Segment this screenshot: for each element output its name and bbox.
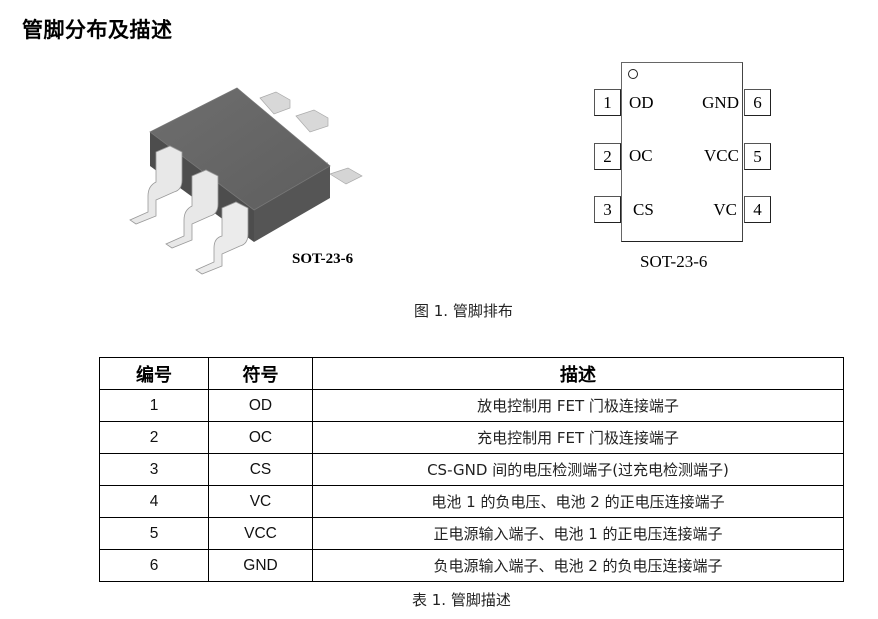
pin-1-box: 1 bbox=[594, 89, 621, 116]
table-caption: 表 1. 管脚描述 bbox=[412, 591, 511, 609]
pin-4-box: 4 bbox=[744, 196, 771, 223]
pin-name-cs: CS bbox=[633, 200, 654, 219]
section-title: 管脚分布及描述 bbox=[22, 18, 173, 42]
cell-number: 4 bbox=[99, 485, 209, 518]
cell-symbol: VC bbox=[208, 485, 313, 518]
table-row: 3 CS CS-GND 间的电压检测端子(过充电检测端子) bbox=[99, 453, 844, 486]
table-header-row: 编号 符号 描述 bbox=[99, 357, 844, 390]
cell-number: 3 bbox=[99, 453, 209, 486]
cell-symbol: CS bbox=[208, 453, 313, 486]
cell-description: 充电控制用 FET 门极连接端子 bbox=[312, 421, 844, 454]
cell-description: 正电源输入端子、电池 1 的正电压连接端子 bbox=[312, 517, 844, 550]
chip-body bbox=[621, 62, 743, 242]
sot23-6-package-image bbox=[129, 87, 363, 275]
pin-description-table: 编号 符号 描述 1 OD 放电控制用 FET 门极连接端子 2 OC 充电控制… bbox=[99, 357, 844, 582]
pin-name-od: OD bbox=[629, 93, 654, 112]
cell-description: CS-GND 间的电压检测端子(过充电检测端子) bbox=[312, 453, 844, 486]
header-symbol: 符号 bbox=[208, 357, 313, 390]
header-number: 编号 bbox=[99, 357, 209, 390]
table-row: 6 GND 负电源输入端子、电池 2 的负电压连接端子 bbox=[99, 549, 844, 582]
table-row: 1 OD 放电控制用 FET 门极连接端子 bbox=[99, 389, 844, 422]
cell-symbol: GND bbox=[208, 549, 313, 582]
pin-name-vc: VC bbox=[713, 200, 737, 219]
figure-caption: 图 1. 管脚排布 bbox=[414, 302, 513, 320]
pin-6-box: 6 bbox=[744, 89, 771, 116]
cell-number: 5 bbox=[99, 517, 209, 550]
package-render-label: SOT-23-6 bbox=[292, 251, 354, 267]
pin-name-gnd: GND bbox=[702, 93, 739, 112]
cell-number: 2 bbox=[99, 421, 209, 454]
cell-description: 负电源输入端子、电池 2 的负电压连接端子 bbox=[312, 549, 844, 582]
cell-description: 放电控制用 FET 门极连接端子 bbox=[312, 389, 844, 422]
cell-description: 电池 1 的负电压、电池 2 的正电压连接端子 bbox=[312, 485, 844, 518]
pinout-package-label: SOT-23-6 bbox=[640, 252, 708, 271]
table-row: 5 VCC 正电源输入端子、电池 1 的正电压连接端子 bbox=[99, 517, 844, 550]
pin-name-oc: OC bbox=[629, 146, 653, 165]
table-row: 2 OC 充电控制用 FET 门极连接端子 bbox=[99, 421, 844, 454]
cell-number: 1 bbox=[99, 389, 209, 422]
pin-name-vcc: VCC bbox=[704, 146, 739, 165]
header-description: 描述 bbox=[312, 357, 844, 390]
pin-5-box: 5 bbox=[744, 143, 771, 170]
pin-2-box: 2 bbox=[594, 143, 621, 170]
cell-symbol: OC bbox=[208, 421, 313, 454]
cell-symbol: VCC bbox=[208, 517, 313, 550]
pin1-marker-icon bbox=[628, 69, 638, 79]
cell-symbol: OD bbox=[208, 389, 313, 422]
pin-3-box: 3 bbox=[594, 196, 621, 223]
table-row: 4 VC 电池 1 的负电压、电池 2 的正电压连接端子 bbox=[99, 485, 844, 518]
cell-number: 6 bbox=[99, 549, 209, 582]
